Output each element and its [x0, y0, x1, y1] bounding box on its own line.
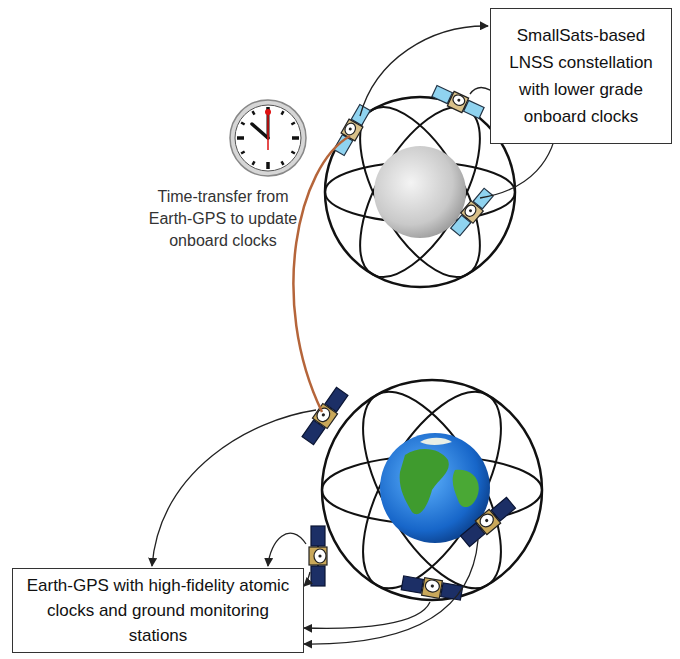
time-transfer-link — [293, 136, 350, 412]
text-box: SmallSats-based LNSS constellation with … — [490, 8, 672, 144]
clock-tick — [241, 123, 244, 125]
clock-tick — [291, 123, 294, 125]
clock-tick — [253, 161, 255, 164]
moon-system — [325, 84, 515, 296]
clock-tick — [282, 111, 284, 114]
annotation-text: Time-transfer from Earth-GPS to update o… — [148, 186, 298, 252]
earth-system — [300, 371, 542, 610]
clock-tick — [291, 152, 294, 154]
clock-tick — [266, 162, 270, 169]
text-box: Earth-GPS with high-fidelity atomic cloc… — [12, 568, 304, 653]
clock-tick — [241, 152, 244, 154]
box-text: Earth-GPS with high-fidelity atomic cloc… — [21, 573, 295, 648]
clock-tick — [253, 111, 255, 114]
clock-icon — [230, 100, 306, 176]
clock-tick — [237, 136, 244, 140]
box-text: SmallSats-based LNSS constellation with … — [497, 22, 665, 130]
clock-tick — [292, 136, 299, 140]
clock-tick — [282, 161, 284, 164]
